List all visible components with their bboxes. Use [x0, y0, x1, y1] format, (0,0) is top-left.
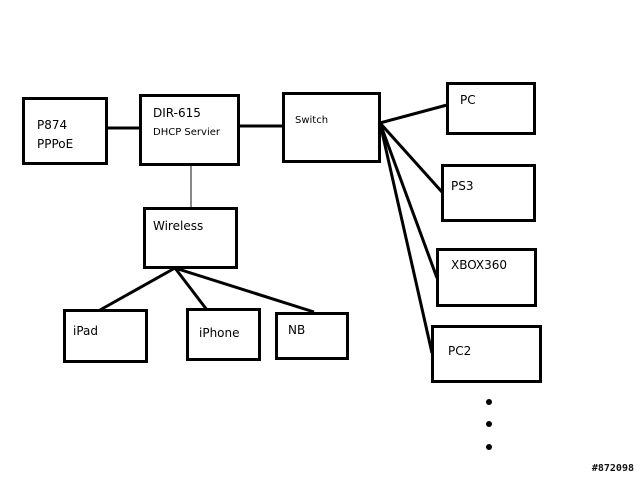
link-switch-xbox [378, 122, 439, 279]
watermark-id: #872098 [591, 463, 634, 474]
node-pc2: PC2 [431, 325, 542, 383]
link-wireless-ipad [99, 266, 176, 312]
node-modem: P874 PPPoE [22, 97, 108, 165]
link-switch-ps3 [378, 121, 444, 194]
xbox360-label: XBOX360 [451, 258, 508, 272]
ipad-label: iPad [73, 324, 99, 338]
node-ps3: PS3 [441, 164, 536, 222]
nb-label: NB [288, 323, 306, 337]
node-pc: PC [446, 82, 536, 135]
ps3-label: PS3 [451, 179, 474, 193]
pc2-label: PC2 [448, 344, 472, 358]
node-iphone: iPhone [186, 308, 261, 361]
router-model-label: DIR-615 [153, 106, 201, 120]
wireless-label: Wireless [153, 219, 204, 233]
link-switch-pc2 [378, 122, 434, 354]
link-switch-pc [379, 103, 448, 125]
node-wireless: Wireless [143, 207, 238, 269]
node-switch: Switch [282, 92, 381, 163]
modem-model-label: P874 [37, 118, 68, 132]
iphone-label: iPhone [199, 326, 240, 340]
node-router: DIR-615 DHCP Servier [139, 94, 240, 166]
modem-mode-label: PPPoE [37, 137, 74, 151]
switch-label: Switch [295, 115, 329, 126]
continuation-dot-2 [486, 421, 492, 427]
link-wireless-nb [174, 266, 315, 314]
continuation-dot-1 [486, 399, 492, 405]
node-xbox360: XBOX360 [436, 248, 537, 307]
router-role-label: DHCP Servier [153, 127, 220, 138]
node-ipad: iPad [63, 309, 148, 363]
link-wireless-iphone [173, 267, 209, 311]
node-nb: NB [275, 312, 349, 360]
continuation-dot-3 [486, 444, 492, 450]
pc-label: PC [460, 93, 476, 107]
